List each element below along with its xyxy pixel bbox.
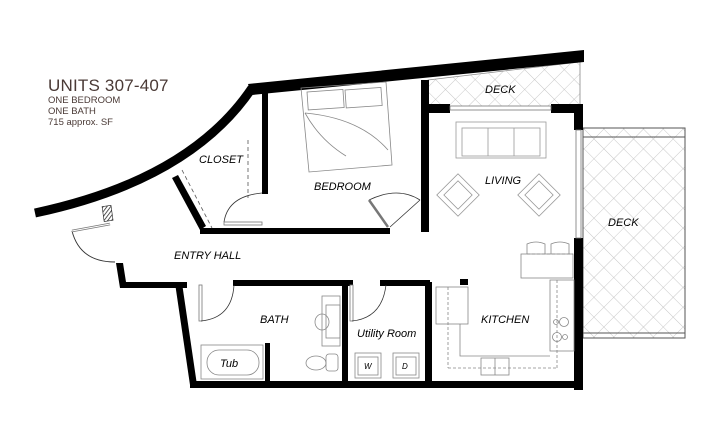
label-living: LIVING [485, 175, 522, 187]
label-kitchen: KITCHEN [481, 314, 529, 326]
sofa-furniture [436, 121, 561, 217]
title-block: UNITS 307-407 ONE BEDROOM ONE BATH 715 a… [48, 76, 169, 128]
label-closet: CLOSET [199, 154, 244, 166]
label-deck-right: DECK [608, 217, 639, 229]
exterior-top-wall [248, 50, 584, 95]
unit-baths: ONE BATH [48, 106, 96, 117]
label-bedroom: BEDROOM [314, 181, 372, 193]
unit-area: 715 approx. SF [48, 117, 113, 128]
bath-fixtures [200, 295, 420, 380]
label-bath: BATH [260, 314, 289, 326]
label-deck-top: DECK [485, 84, 516, 96]
unit-title: UNITS 307-407 [48, 76, 169, 95]
label-utility-room: Utility Room [357, 328, 416, 340]
exterior-right-wall [574, 105, 583, 130]
exterior-curved-wall [34, 85, 256, 218]
label-dryer: D [402, 362, 408, 371]
deck-right-area [582, 127, 686, 339]
label-washer: W [364, 362, 373, 371]
bed-furniture [300, 81, 393, 173]
kitchen-cabinets [435, 241, 575, 376]
label-entry-hall: ENTRY HALL [174, 250, 241, 262]
unit-bedrooms: ONE BEDROOM [48, 95, 121, 106]
label-tub: Tub [220, 358, 238, 370]
